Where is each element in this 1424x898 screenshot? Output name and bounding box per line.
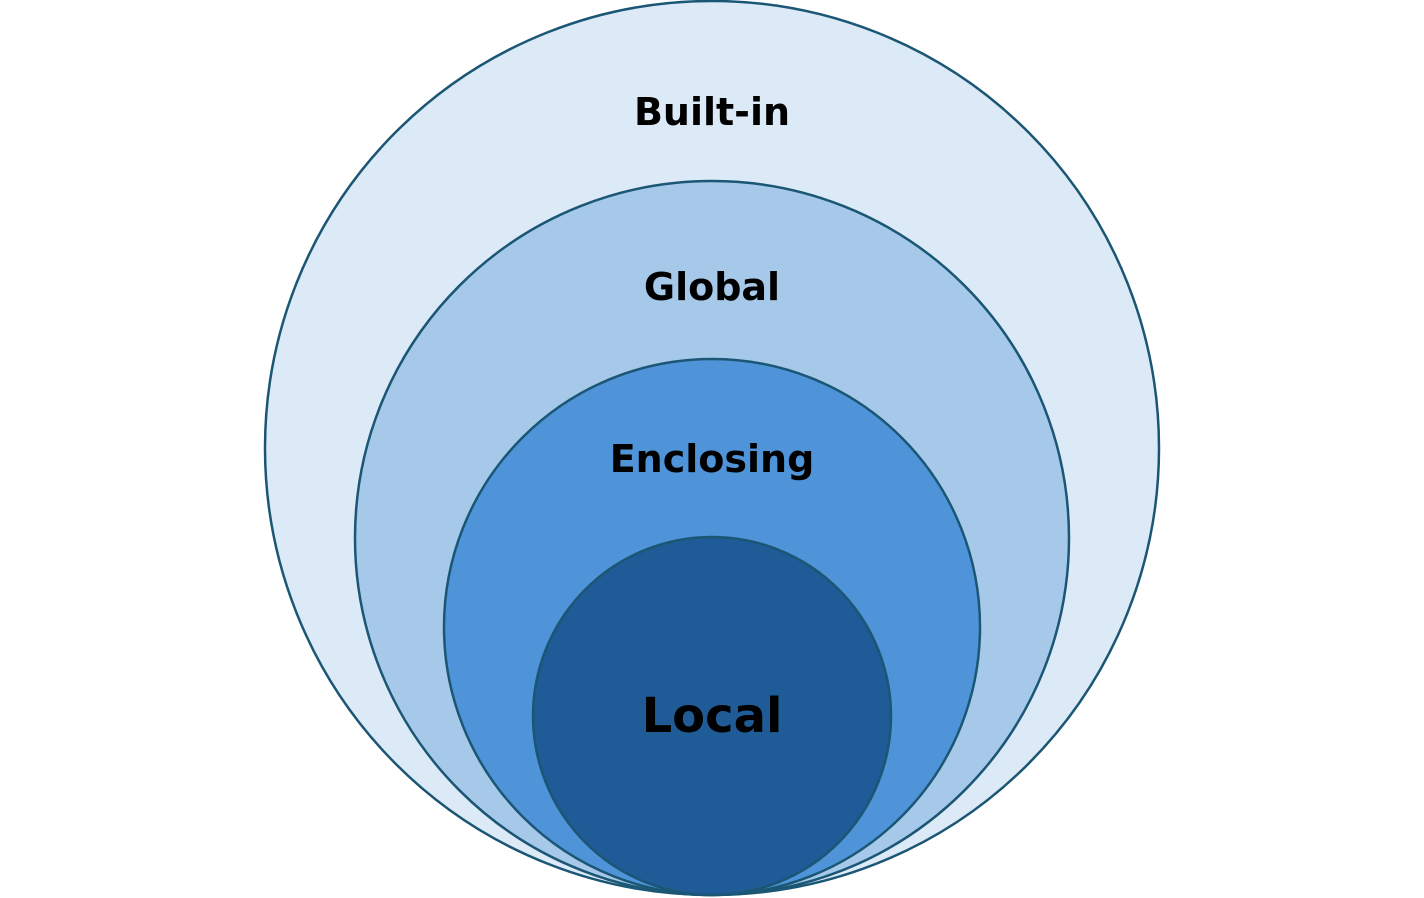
builtin-label: Built-in: [634, 90, 790, 134]
local-circle: [531, 535, 893, 897]
global-label: Global: [644, 265, 780, 309]
enclosing-label: Enclosing: [610, 437, 815, 481]
local-label: Local: [642, 688, 783, 744]
